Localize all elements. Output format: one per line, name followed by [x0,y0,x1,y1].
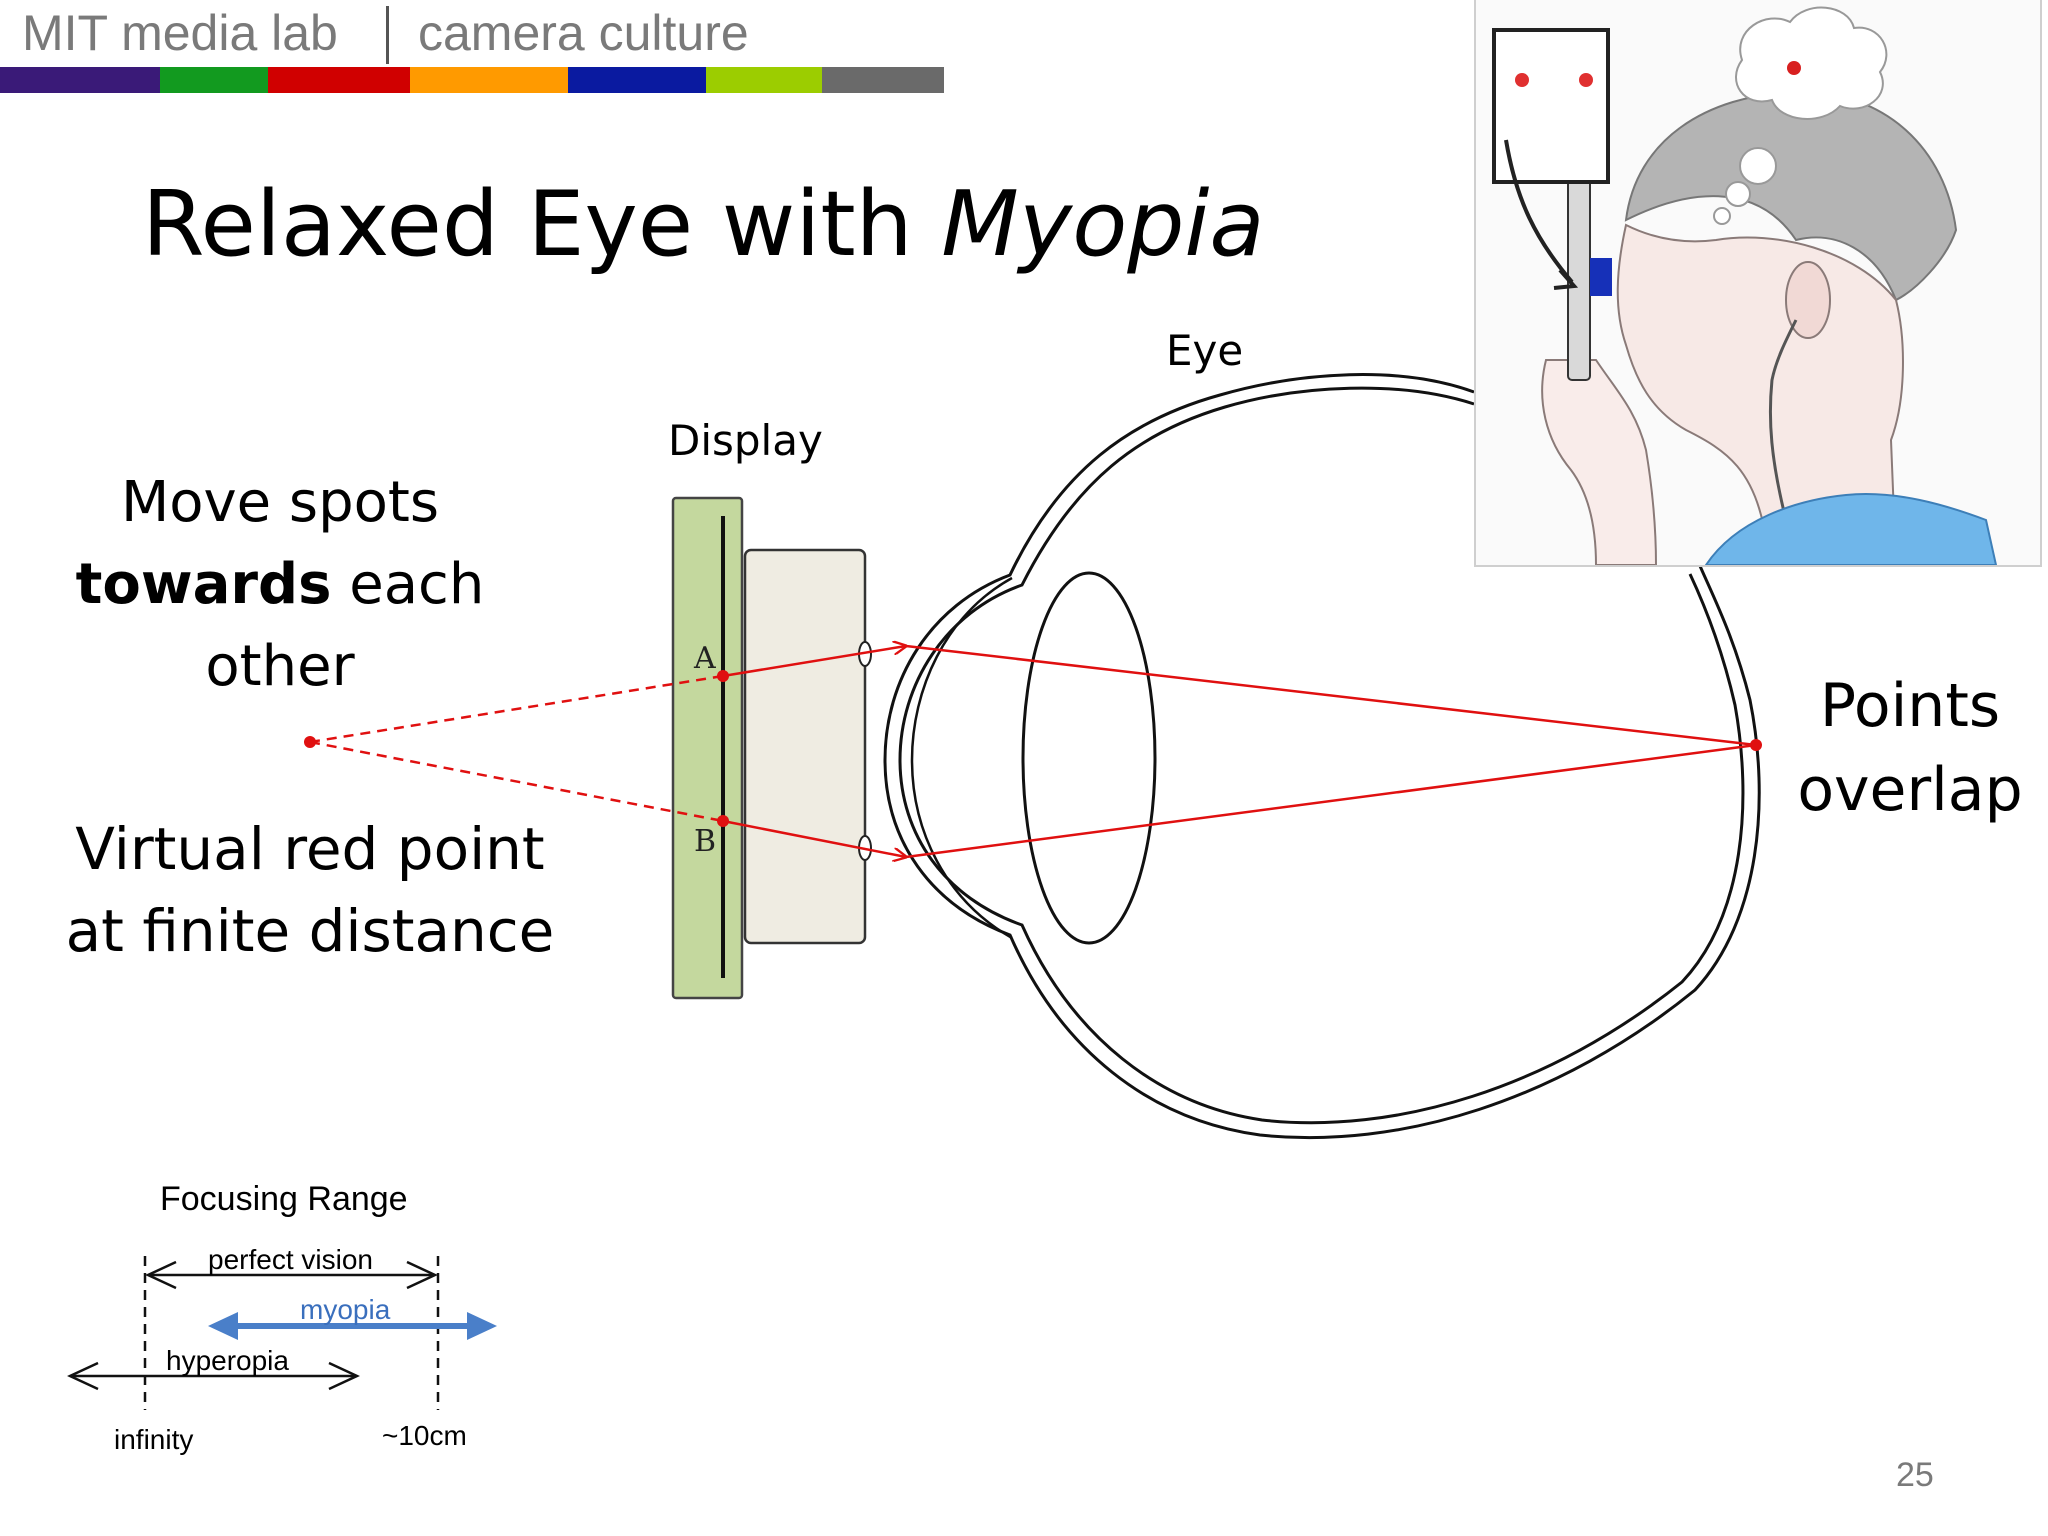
color-bar-segment [0,67,160,93]
move-note-line3: other [205,634,355,699]
points-note-line2: overlap [1797,755,2023,825]
spot-a [717,670,729,682]
spot-b [717,815,729,827]
points-note-line1: Points [1819,671,2001,741]
move-note-line1: Move spots [120,470,440,535]
eyeball-outline [883,373,1761,1140]
thought-bubble-icon [1713,6,1888,225]
header-divider [386,6,389,64]
title-italic: Myopia [941,172,1265,277]
move-note-bold: towards [75,552,332,617]
point-a-label: A [694,641,716,676]
virtual-red-point [304,736,316,748]
color-bar-segment [706,67,822,93]
perfect-vision-label: perfect vision [208,1244,373,1275]
ray-b-to-retina [905,743,1757,859]
perfect-vision-arrowhead-left [145,1260,177,1290]
myopia-arrowhead-left [208,1312,238,1340]
virtual-note-line1: Virtual red point [75,815,545,883]
retina-overlap-point [1750,739,1762,751]
virtual-point-note: Virtual red point at finite distance [60,808,560,972]
display-panel [671,496,744,1000]
display-label: Display [668,416,823,465]
focusing-range-title: Focusing Range [160,1180,408,1218]
hyperopia-arrowhead-right [328,1361,360,1391]
points-overlap-note: Points overlap [1780,664,2040,832]
infinity-label: infinity [114,1424,194,1455]
header-group-name: camera culture [418,5,749,61]
color-bar-segment [822,67,944,93]
ray-a-to-lens [722,646,906,678]
move-note-rest: each [331,552,485,617]
move-note-line2: towards each [60,544,500,626]
slide-title: Relaxed Eye with Myopia [142,172,1265,277]
eye-lens [1021,571,1157,945]
cornea-outline [910,576,1013,940]
phone-viewer-icon [1567,169,1591,381]
point-b-label: B [694,824,717,859]
page-number: 25 [1896,1456,1934,1494]
eyeball-inner-outline [898,386,1745,1125]
hyperopia-label: hyperopia [166,1345,289,1376]
ray-a-to-retina [905,644,1757,747]
header-color-bar [0,67,944,93]
color-bar-segment [568,67,706,93]
title-plain: Relaxed Eye with [142,172,942,277]
person-illustration-icon [1492,6,1998,565]
myopia-label: myopia [300,1294,391,1325]
header-lab-name: MIT media lab [22,5,338,61]
virtual-ray-a [309,674,724,744]
virtual-note-line2: at finite distance [65,897,555,965]
lens-box [743,548,867,945]
myopia-arrowhead-right [467,1312,497,1340]
color-bar-segment [268,67,410,93]
virtual-ray-b [309,740,724,823]
near-distance-label: ~10cm [382,1420,467,1451]
eye-label: Eye [1166,326,1244,375]
ray-b-to-lens [722,819,906,857]
move-spots-note: Move spots towards each other [60,462,500,708]
color-bar-segment [160,67,268,93]
color-bar-segment [410,67,568,93]
usage-illustration [1474,0,2042,567]
hyperopia-arrowhead-left [67,1361,99,1391]
perfect-vision-arrowhead-right [406,1260,438,1290]
